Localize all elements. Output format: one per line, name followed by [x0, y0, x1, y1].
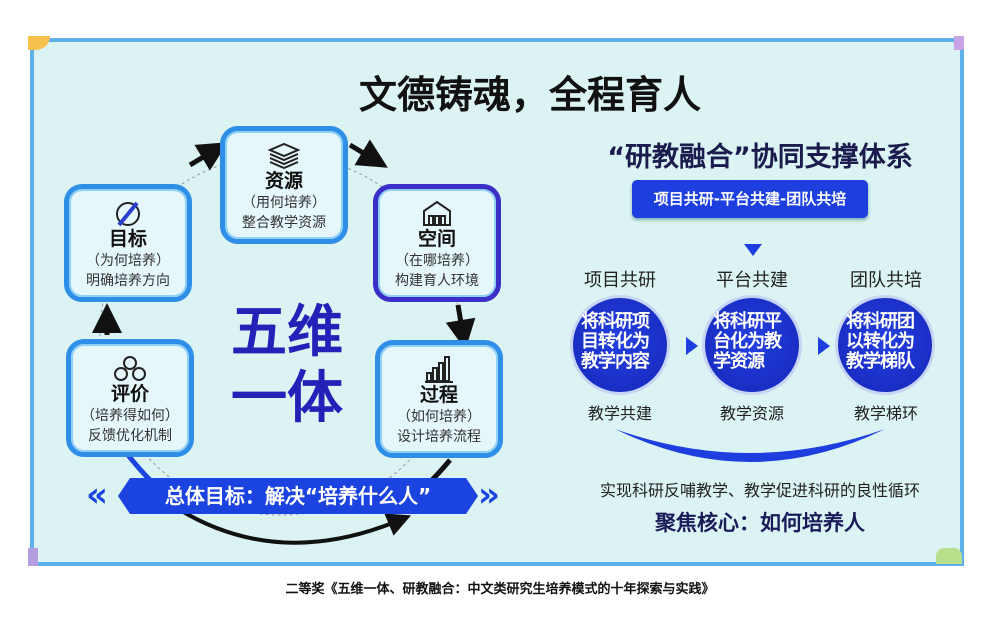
column-label: 平台共建: [716, 270, 788, 291]
arrow: [445, 304, 476, 350]
dimension-box-evaluation: 评价 （培养得如何） 反馈优化机制: [66, 339, 194, 457]
box-question: （培养得如何）: [81, 408, 179, 424]
right-title: “研教融合”协同支撑体系: [607, 142, 913, 173]
column-label: 团队共培: [850, 270, 922, 291]
column-result: 教学共建: [587, 404, 652, 423]
column-label: 项目共研: [584, 270, 656, 291]
dimension-box-goal: 目标 （为何培养） 明确培养方向: [64, 184, 192, 302]
cycle-text: 实现科研反哺教学、教学促进科研的良性循环: [599, 481, 920, 500]
circle-node: 将科研项目转化为教学内容: [573, 298, 667, 392]
box-heading: 过程: [419, 384, 458, 406]
center-line: 五维: [231, 300, 343, 365]
box-desc: 整合教学资源: [242, 215, 326, 231]
center-line: 一体: [231, 366, 343, 431]
dimension-box-space: 空间 （在哪培养） 构建育人环境: [373, 184, 501, 302]
column-result: 教学资源: [719, 404, 784, 423]
box-question: （为何培养）: [86, 253, 170, 269]
cycle-arrows: [92, 139, 476, 545]
center-label: 五维 一体: [222, 300, 352, 432]
circle-node: 将科研团以转化为教学梯队: [838, 298, 932, 392]
summary-box: 项目共研-平台共建-团队共培: [632, 180, 868, 218]
circle-node: 将科研平台化为教学资源: [705, 298, 799, 392]
box-desc: 构建育人环境: [395, 273, 479, 289]
decor-corner: [28, 548, 38, 566]
right-arrow-icon: [686, 337, 698, 355]
decor-corner: [936, 548, 962, 564]
box-desc: 明确培养方向: [86, 273, 170, 289]
dimension-box-resources: 资源 （用何培养） 整合教学资源: [220, 126, 348, 244]
arrow: [188, 142, 228, 171]
box-heading: 评价: [110, 383, 149, 405]
main-title: 文德铸魂，全程育人: [358, 73, 701, 117]
dimension-box-process: 过程 （如何培养） 设计培养流程: [375, 340, 503, 458]
box-heading: 目标: [108, 228, 147, 250]
caption: 二等奖《五维一体、研教融合：中文类研究生培养模式的十年探索与实践》: [285, 582, 715, 597]
box-heading: 空间: [417, 228, 456, 250]
gears-icon: [71, 352, 189, 382]
bar-chart-icon: [380, 353, 498, 383]
box-heading: 资源: [264, 170, 303, 192]
decor-corner: [954, 36, 964, 50]
box-desc: 反馈优化机制: [88, 428, 172, 444]
layers-icon: [225, 139, 343, 169]
column-result: 教学梯环: [853, 404, 918, 423]
chevron-left-icon: «: [86, 475, 108, 515]
arrow: [348, 139, 388, 168]
cycle-arc: [615, 429, 885, 462]
compass-icon: [69, 197, 187, 227]
core-text: 聚焦核心：如何培养人: [655, 511, 865, 535]
arrow: [178, 508, 412, 545]
box-question: （用何培养）: [242, 195, 326, 211]
decor-corner: [28, 36, 50, 50]
chevron-right-icon: »: [478, 475, 500, 515]
down-arrow-icon: [744, 244, 762, 256]
building-icon: [378, 197, 496, 227]
goal-banner: 总体目标：解决“培养什么人”: [118, 478, 478, 514]
box-question: （如何培养）: [397, 409, 481, 425]
box-question: （在哪培养）: [395, 253, 479, 269]
right-arrow-icon: [818, 337, 830, 355]
box-desc: 设计培养流程: [397, 429, 481, 445]
